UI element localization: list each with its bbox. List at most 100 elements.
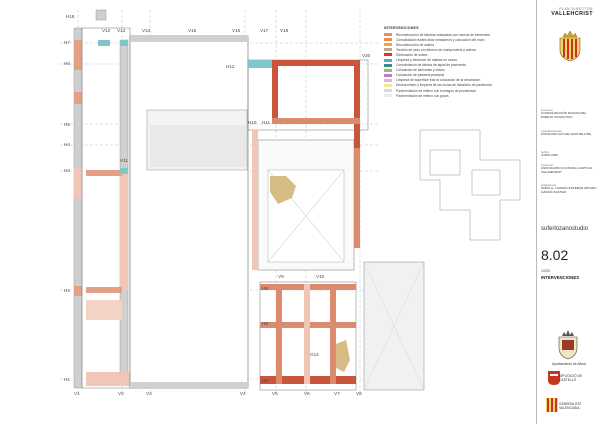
- grid-tag: H9: [262, 286, 268, 291]
- grid-tag: V8: [356, 391, 362, 396]
- legend-label: Pavimentación de relleno con hormigón de…: [396, 88, 476, 93]
- header-kicker: PLAN DIRECTOR: [559, 7, 593, 11]
- grid-tag: V7: [334, 391, 340, 396]
- grid-tag: V17: [260, 28, 269, 33]
- legend-item: Colocación de pasarela peatonal: [384, 73, 534, 78]
- title-block-header: PLAN DIRECTOR VALLEHCRIST: [541, 7, 593, 17]
- legend-swatch: [384, 73, 392, 77]
- field-label: arquitectos: [541, 183, 557, 187]
- legend-swatch: [384, 78, 392, 82]
- legend-label: Pavimentación de relleno con grava: [396, 93, 449, 98]
- legend-swatch: [384, 58, 392, 62]
- grid-tag: V5: [272, 391, 278, 396]
- header-name: VALLEHCRIST: [551, 11, 593, 17]
- field-value: POLÍGONO ALTURA (CASTELLÓN): [541, 132, 592, 136]
- grid-tag: V1: [74, 391, 80, 396]
- municipality-caption: Ayuntamiento de Altura: [551, 362, 587, 366]
- grid-tag: V18: [280, 28, 289, 33]
- grid-tag: H5: [64, 122, 70, 127]
- grid-tag: H7: [64, 40, 70, 45]
- legend-swatch: [384, 94, 392, 98]
- legend-label: Tendido de yeso en refuerzo de mamposter…: [396, 47, 476, 52]
- legend-swatch: [384, 48, 392, 52]
- legend-item: Limpieza y desbroce de maleza en muros: [384, 57, 534, 62]
- grid-tag: H1: [64, 377, 70, 382]
- grid-tag: V16: [232, 28, 241, 33]
- south-cells: [259, 281, 357, 391]
- grid-tag: V20: [362, 53, 371, 58]
- grid-tag: H6: [262, 378, 268, 383]
- legend-item: Consolidación de fábrica de tapial de pa…: [384, 63, 534, 68]
- grid-tag: V12: [102, 28, 111, 33]
- field-value: CONSOLIDACIÓN RUINAS DEL PAREJO OGIVALTI…: [541, 111, 587, 119]
- sheet-scale: 1/200: [541, 269, 550, 273]
- grid-tag: V13: [117, 28, 126, 33]
- grid-tag: V14: [142, 28, 151, 33]
- north-block: [247, 59, 369, 150]
- legend-label: Limpieza y desbroce de maleza en muros: [396, 58, 458, 63]
- grid-tag: V3: [146, 391, 152, 396]
- grid-tag: V10: [316, 274, 325, 279]
- sheet-number: 8.02: [541, 247, 569, 263]
- heraldic-crest-icon: [559, 30, 581, 62]
- legend-swatch: [384, 83, 392, 87]
- legend-item: Consolidación fustes ditos verdaderos y …: [384, 37, 534, 42]
- grid-tag: H4: [64, 142, 70, 147]
- legend-swatch: [384, 68, 392, 72]
- grid-tag: H3: [64, 168, 70, 173]
- field-value: JUNIO 2022: [541, 153, 559, 157]
- legend-title: INTERVENCIONES: [384, 26, 419, 30]
- field-label: fecha: [541, 150, 549, 154]
- legend-swatch: [384, 53, 392, 57]
- great-cloister: [252, 130, 360, 271]
- legend-item: Colocación de tachuelas y clavos: [384, 68, 534, 73]
- diputacion-caption: DIPUTACIÓ DE CASTELLÓ: [559, 374, 583, 382]
- legend-item: Pavimentación de relleno con grava: [384, 93, 534, 98]
- floor-plan: H18V12V13V14V15V16V17V18H7H6H5H4H3H2H1V1…: [60, 9, 521, 396]
- interventions-legend: INTERVENCIONES Reconstrucción de fábrica…: [384, 26, 534, 98]
- grid-tag: V11: [120, 158, 128, 163]
- legend-swatch: [384, 33, 392, 37]
- legend-item: Limpieza de superficie tras la colocació…: [384, 78, 534, 83]
- legend-item: Eliminación de solera: [384, 52, 534, 57]
- legend-label: Reconstrucción de solería: [396, 42, 435, 47]
- west-wing: [73, 9, 131, 389]
- grid-tag: V15: [188, 28, 197, 33]
- grid-tag: V9: [278, 274, 284, 279]
- legend-label: Reconstrucción de fábricas realizadas co…: [396, 32, 491, 37]
- legend-item: Pavimentación de relleno con hormigón de…: [384, 88, 534, 93]
- legend-label: Limpieza de superficie tras la colocació…: [396, 78, 481, 83]
- legend-swatch: [384, 38, 392, 42]
- sheet-title: INTERVENCIONES: [541, 275, 580, 280]
- grid-tag: H12: [226, 64, 235, 69]
- legend-label: Colocación de pasarela peatonal: [396, 73, 445, 78]
- legend-item: Tendido de yeso en refuerzo de mamposter…: [384, 47, 534, 52]
- legend-label: Colocación de tachuelas y clavos: [396, 68, 445, 73]
- legend-item: Reconstrucción de solería: [384, 42, 534, 47]
- legend-swatch: [384, 43, 392, 47]
- grid-tag: H2: [64, 288, 70, 293]
- grid-tag: H8: [262, 321, 268, 326]
- altura-crest-icon: [558, 330, 578, 360]
- east-ruins: [419, 129, 521, 241]
- legend-label: Consolidación fustes ditos verdaderos y …: [396, 37, 485, 42]
- grid-tag: H11: [262, 120, 271, 125]
- legend-list: Reconstrucción de fábricas realizadas co…: [384, 32, 534, 98]
- generalitat-logo-icon: [546, 398, 558, 412]
- legend-label: Eliminación de solera: [396, 52, 428, 57]
- studio-name: suferlozanostudio: [541, 226, 589, 232]
- field-value: ASOCIACIÓN CULTURAL CARTUJA VALLDECRIST: [541, 166, 593, 174]
- grid-tag: V4: [240, 391, 246, 396]
- grid-tag: H6: [64, 61, 70, 66]
- field-label: emplazamiento: [541, 129, 562, 133]
- generalitat-caption: GENERALITAT VALENCIANA: [559, 402, 582, 410]
- legend-item: Reconstrucción de fábricas realizadas co…: [384, 32, 534, 37]
- legend-swatch: [384, 63, 392, 67]
